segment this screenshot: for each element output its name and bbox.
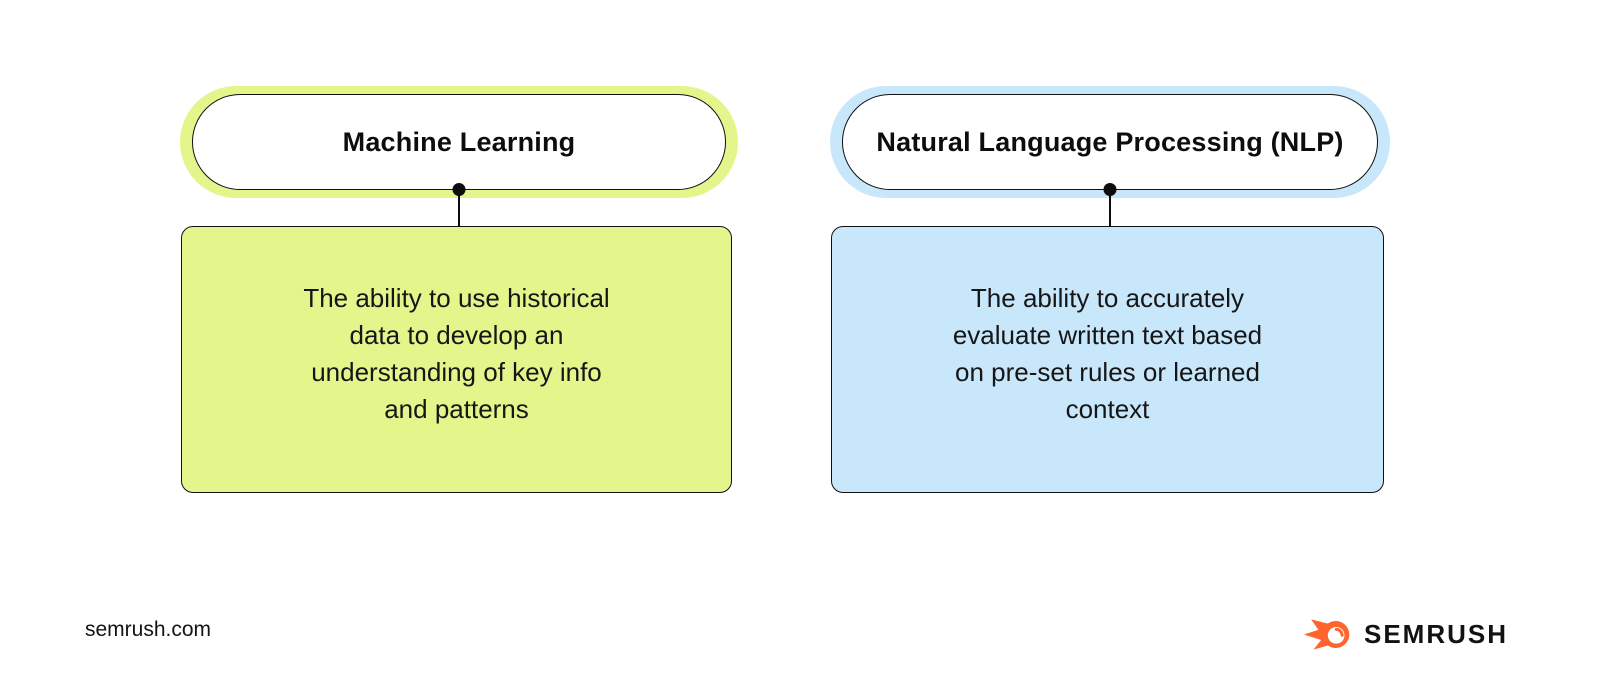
machine-learning-title: Machine Learning <box>342 126 576 157</box>
nlp-connector-dot <box>1103 183 1117 196</box>
semrush-logo: SEMRUSH <box>1303 617 1508 652</box>
machine-learning-description-box: The ability to use historical data to de… <box>181 226 732 493</box>
semrush-wordmark: SEMRUSH <box>1363 619 1508 649</box>
machine-learning-pill-glow: Machine Learning <box>180 86 738 198</box>
machine-learning-connector-line <box>458 189 460 227</box>
nlp-title: Natural Language Processing (NLP) <box>876 126 1344 157</box>
nlp-card: Natural Language Processing (NLP) The ab… <box>830 86 1390 493</box>
nlp-pill-glow: Natural Language Processing (NLP) <box>830 86 1390 198</box>
nlp-title-pill: Natural Language Processing (NLP) <box>842 94 1378 190</box>
machine-learning-connector-dot <box>452 183 466 196</box>
machine-learning-card: Machine Learning The ability to use hist… <box>180 86 738 493</box>
nlp-connector-line <box>1109 189 1111 227</box>
source-url: semrush.com <box>85 618 212 641</box>
nlp-description-box: The ability to accurately evaluate writt… <box>831 226 1384 493</box>
machine-learning-title-pill: Machine Learning <box>192 94 726 190</box>
semrush-flame-icon <box>1303 619 1350 650</box>
machine-learning-description: The ability to use historical data to de… <box>303 282 610 424</box>
nlp-description: The ability to accurately evaluate writt… <box>952 282 1263 424</box>
